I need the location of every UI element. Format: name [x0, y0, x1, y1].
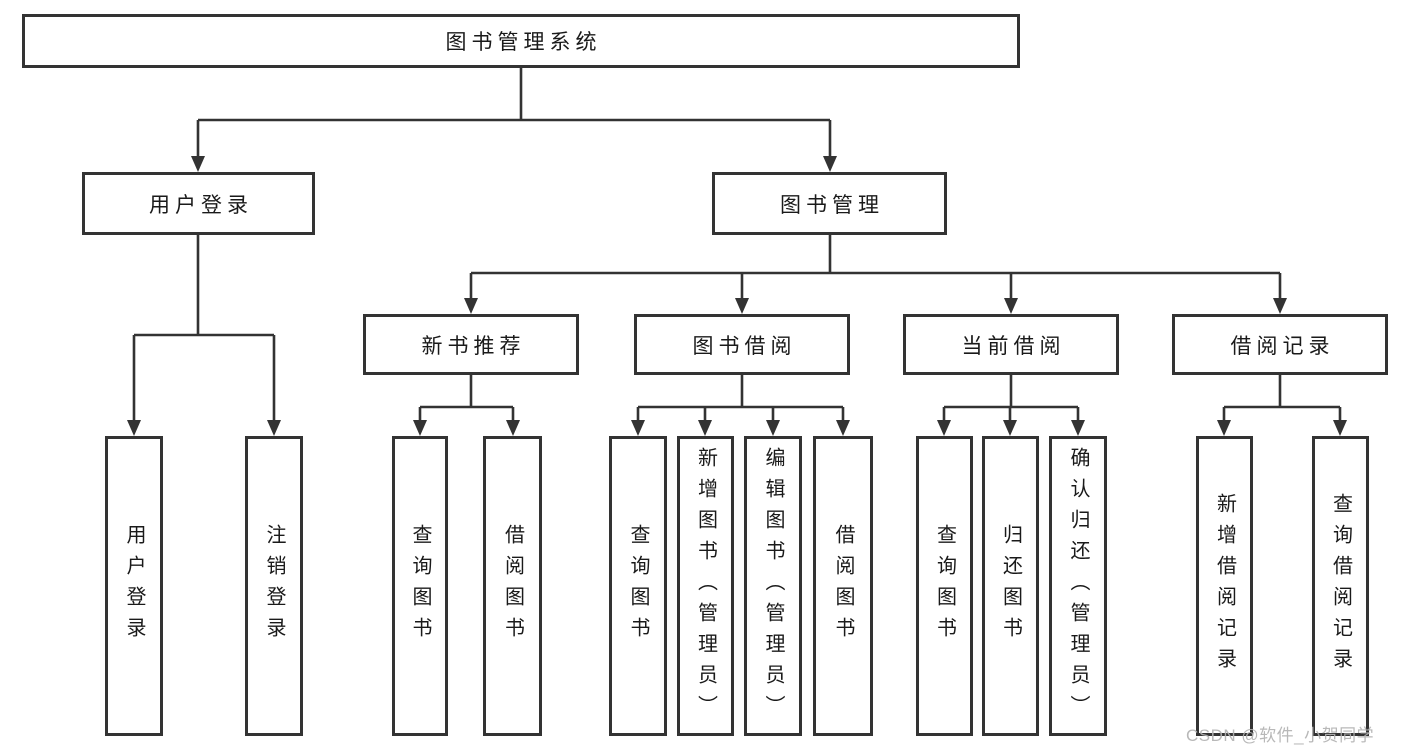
node-label: 新增图书（管理员）: [694, 446, 717, 726]
node-label: 图书借阅: [692, 334, 797, 358]
node-label: 用户登录: [149, 193, 253, 217]
leaf-borrowing-query-books: 查询图书: [609, 436, 667, 736]
leaf-borrowing-borrow-books: 借阅图书: [813, 436, 873, 736]
watermark-text: CSDN @软件_小贺同学: [1186, 726, 1375, 745]
leaf-query-borrowing-record: 查询借阅记录: [1312, 436, 1369, 736]
leaf-logout: 注销登录: [245, 436, 303, 736]
node-label: 确认归还（管理员）: [1067, 446, 1089, 726]
node-book-borrowing: 图书借阅: [634, 314, 850, 375]
node-label: 新增借阅记录: [1213, 493, 1236, 679]
node-library-management-system: 图书管理系统: [22, 14, 1020, 68]
node-label: 查询图书: [409, 524, 431, 648]
leaf-confirm-return-admin: 确认归还（管理员）: [1049, 436, 1107, 736]
node-label: 编辑图书（管理员）: [762, 446, 784, 726]
leaf-return-books: 归还图书: [982, 436, 1039, 736]
node-label: 查询借阅记录: [1329, 493, 1352, 679]
node-label: 新书推荐: [421, 334, 526, 358]
leaf-edit-book-admin: 编辑图书（管理员）: [744, 436, 802, 736]
node-label: 图书管理系统: [445, 31, 602, 54]
leaf-recommend-borrow-books: 借阅图书: [483, 436, 542, 736]
node-user-login: 用户登录: [82, 172, 315, 235]
node-label: 查询图书: [627, 524, 649, 648]
node-label: 图书管理: [780, 193, 884, 217]
leaf-current-query-books: 查询图书: [916, 436, 973, 736]
node-label: 注销登录: [263, 524, 285, 648]
node-label: 借阅图书: [832, 524, 854, 648]
node-label: 用户登录: [123, 524, 145, 648]
arrowheads: [127, 156, 1347, 436]
node-label: 查询图书: [933, 524, 956, 648]
node-label: 借阅图书: [501, 524, 524, 648]
node-label: 借阅记录: [1230, 334, 1335, 358]
connector-paths: [132, 68, 1342, 422]
node-current-borrowing: 当前借阅: [903, 314, 1119, 375]
node-borrowing-records: 借阅记录: [1172, 314, 1388, 375]
node-label: 归还图书: [999, 524, 1022, 648]
node-book-management: 图书管理: [712, 172, 947, 235]
leaf-add-book-admin: 新增图书（管理员）: [677, 436, 734, 736]
leaf-user-login: 用户登录: [105, 436, 163, 736]
node-new-book-recommendation: 新书推荐: [363, 314, 579, 375]
leaf-recommend-query-books: 查询图书: [392, 436, 448, 736]
leaf-add-borrowing-record: 新增借阅记录: [1196, 436, 1253, 736]
node-label: 当前借阅: [961, 334, 1066, 358]
